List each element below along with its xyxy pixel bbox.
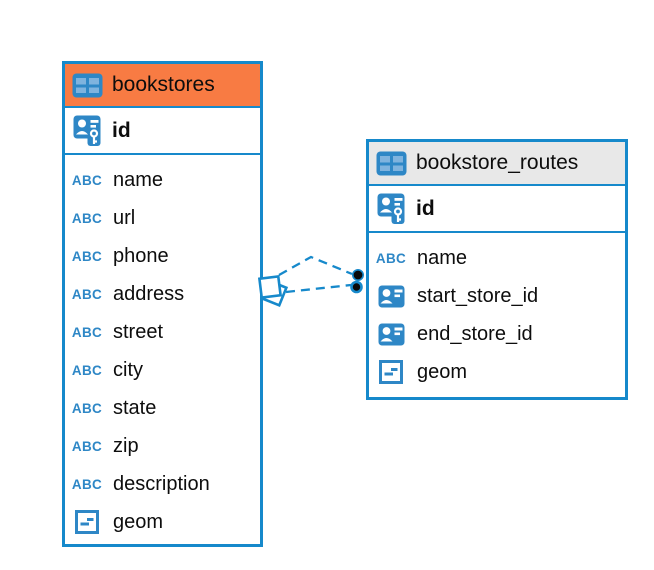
column-row-routes-id[interactable]: id xyxy=(369,186,625,233)
table-name: bookstore_routes xyxy=(416,151,579,174)
column-row-geom[interactable]: geom xyxy=(65,503,260,541)
table-bookstore-routes[interactable]: bookstore_routes id ABC name start_store… xyxy=(366,139,628,400)
column-list-bookstores: ABC name ABC url ABC phone ABC address A… xyxy=(65,155,260,545)
text-type-icon: ABC xyxy=(71,286,103,302)
column-row-phone[interactable]: ABC phone xyxy=(65,237,260,275)
text-type-icon: ABC xyxy=(71,324,103,340)
relationship-link-upper[interactable] xyxy=(278,255,353,277)
text-type-icon: ABC xyxy=(71,248,103,264)
text-type-icon: ABC xyxy=(71,438,103,454)
column-name: id xyxy=(416,196,435,220)
column-row-end-store-id[interactable]: end_store_id xyxy=(369,315,625,353)
column-row-start-store-id[interactable]: start_store_id xyxy=(369,277,625,315)
column-name: name xyxy=(113,168,164,191)
table-bookstores[interactable]: bookstores id ABC name ABC url ABC phone… xyxy=(62,61,263,547)
reference-type-icon xyxy=(375,323,407,346)
relationship-link-lower[interactable] xyxy=(285,283,352,294)
relationship-target-anchor[interactable] xyxy=(350,268,364,294)
table-name: bookstores xyxy=(112,73,215,96)
column-name: zip xyxy=(113,434,139,457)
column-name: state xyxy=(113,396,157,419)
geometry-type-icon xyxy=(375,360,407,384)
column-row-url[interactable]: ABC url xyxy=(65,199,260,237)
column-name: geom xyxy=(417,360,468,383)
primary-key-icon xyxy=(375,192,407,225)
column-row-address[interactable]: ABC address xyxy=(65,275,260,313)
column-name: name xyxy=(417,246,468,269)
text-type-icon: ABC xyxy=(71,362,103,378)
column-row-zip[interactable]: ABC zip xyxy=(65,427,260,465)
column-row-street[interactable]: ABC street xyxy=(65,313,260,351)
column-row-bookstores-id[interactable]: id xyxy=(65,108,260,155)
geometry-type-icon xyxy=(71,510,103,534)
column-row-city[interactable]: ABC city xyxy=(65,351,260,389)
primary-key-icon xyxy=(71,114,103,147)
text-type-icon: ABC xyxy=(71,476,103,492)
column-name: phone xyxy=(113,244,169,267)
column-row-description[interactable]: ABC description xyxy=(65,465,260,503)
text-type-icon: ABC xyxy=(375,250,407,266)
column-list-bookstore-routes: ABC name start_store_id end_store_id ge xyxy=(369,233,625,397)
column-name: geom xyxy=(113,510,164,533)
column-name: city xyxy=(113,358,143,381)
column-row-name[interactable]: ABC name xyxy=(369,239,625,277)
relationship-source-anchor[interactable] xyxy=(257,274,289,308)
text-type-icon: ABC xyxy=(71,210,103,226)
column-row-name[interactable]: ABC name xyxy=(65,161,260,199)
column-row-state[interactable]: ABC state xyxy=(65,389,260,427)
reference-type-icon xyxy=(375,285,407,308)
column-row-geom[interactable]: geom xyxy=(369,353,625,391)
table-header-bookstores[interactable]: bookstores xyxy=(65,64,260,108)
table-icon xyxy=(375,151,407,176)
text-type-icon: ABC xyxy=(71,172,103,188)
table-icon xyxy=(71,73,103,98)
table-header-bookstore-routes[interactable]: bookstore_routes xyxy=(369,142,625,186)
column-name: street xyxy=(113,320,164,343)
column-name: id xyxy=(112,118,131,142)
column-name: start_store_id xyxy=(417,284,539,307)
column-name: address xyxy=(113,282,185,305)
column-name: description xyxy=(113,472,210,495)
column-name: end_store_id xyxy=(417,322,533,345)
column-name: url xyxy=(113,206,136,229)
text-type-icon: ABC xyxy=(71,400,103,416)
